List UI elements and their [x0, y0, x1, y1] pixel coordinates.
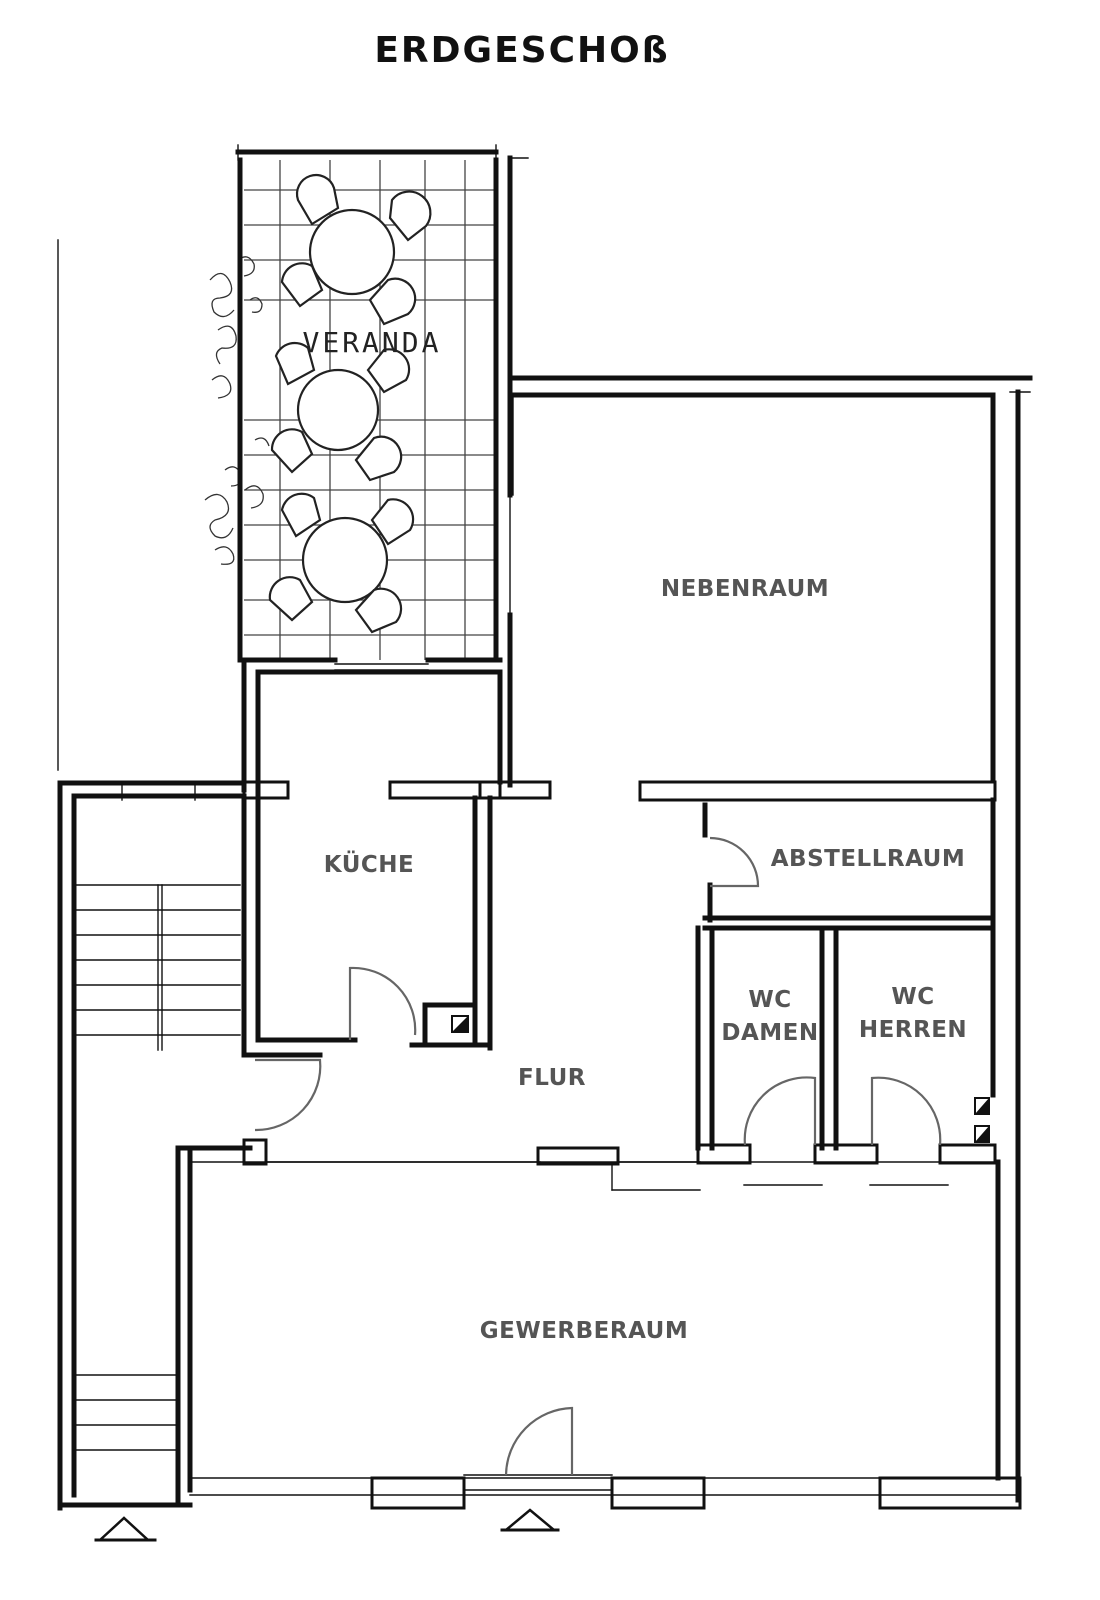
round-table [296, 368, 380, 452]
room-label-kueche: KÜCHE [324, 850, 414, 878]
doors [254, 836, 942, 1476]
door-swing [870, 1076, 942, 1146]
chair [354, 435, 403, 482]
round-table [308, 208, 396, 296]
entrance-marker [96, 1516, 152, 1542]
door-swing [254, 1058, 322, 1132]
chair [268, 576, 314, 622]
room-label-veranda: VERANDA [302, 326, 441, 359]
veranda-area: VERANDA [204, 160, 496, 660]
veranda-furniture [268, 173, 432, 634]
room-label-abstellraum: ABSTELLRAUM [771, 846, 965, 872]
door-swing [709, 836, 760, 888]
chair [295, 173, 340, 226]
walls [57, 144, 1033, 1542]
chair [370, 498, 415, 546]
chair [280, 262, 324, 308]
round-table [301, 516, 389, 604]
chair [270, 428, 314, 474]
chair [280, 492, 322, 538]
door-swing [348, 966, 417, 1040]
staircase [73, 884, 241, 1451]
chair [368, 277, 417, 326]
room-label-gewerberaum: GEWERBERAUM [480, 1318, 689, 1344]
chair [274, 341, 316, 386]
room-label-wc-herren-line2: HERREN [859, 1017, 967, 1043]
door-swing [504, 1406, 574, 1476]
chair [388, 190, 432, 242]
room-label-wc-damen-line2: DAMEN [721, 1020, 818, 1046]
door-swing [743, 1076, 817, 1146]
entrance-marker [502, 1508, 558, 1532]
room-label-nebenraum: NEBENRAUM [661, 576, 829, 602]
room-label-wc-herren-line1: WC [891, 984, 934, 1010]
plant-decoration [204, 256, 270, 565]
room-label-wc-damen-line1: WC [748, 987, 791, 1013]
room-label-flur: FLUR [518, 1065, 586, 1091]
plan-title: ERDGESCHOß [374, 30, 669, 71]
chair [354, 587, 403, 634]
chair [366, 348, 411, 394]
